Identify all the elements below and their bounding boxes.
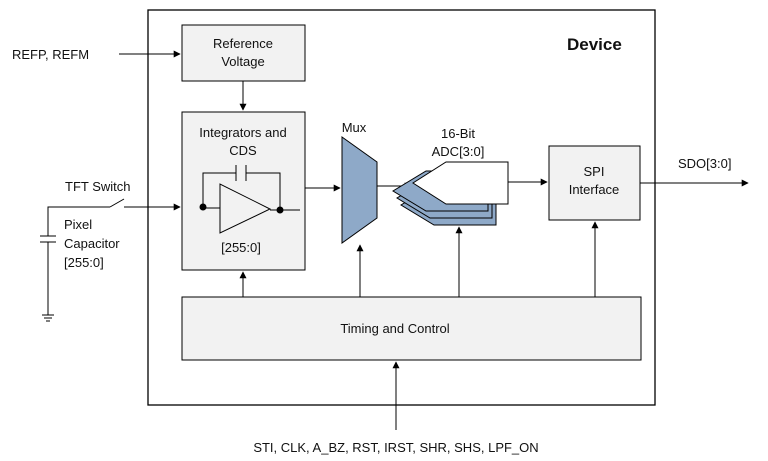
reference-voltage-block xyxy=(181,24,306,82)
integrators-range-label: [255:0] xyxy=(221,240,261,255)
control-signals-label: STI, CLK, A_BZ, RST, IRST, SHR, SHS, LPF… xyxy=(253,440,538,455)
integrators-label-2: CDS xyxy=(229,143,257,158)
tft-switch-icon xyxy=(109,198,125,208)
adc-label-1: 16-Bit xyxy=(441,126,475,141)
mux-label: Mux xyxy=(342,120,367,135)
adc-label-2: ADC[3:0] xyxy=(432,144,485,159)
device-label: Device xyxy=(567,35,622,54)
timing-control-block xyxy=(181,296,642,361)
pixel-left-wire xyxy=(47,206,110,236)
pixel-capacitor-label-3: [255:0] xyxy=(64,255,104,270)
pixel-capacitor-label-1: Pixel xyxy=(64,217,92,232)
ref-signals-label: REFP, REFM xyxy=(12,47,89,62)
reference-voltage-label-2: Voltage xyxy=(221,54,264,69)
spi-label-1: SPI xyxy=(584,164,605,179)
mux-block xyxy=(341,136,378,244)
adc-block xyxy=(412,161,509,205)
amp-input-node xyxy=(199,203,207,211)
pixel-capacitor-label-2: Capacitor xyxy=(64,236,120,251)
timing-control-label: Timing and Control xyxy=(340,321,449,336)
feedback-loop xyxy=(202,172,236,207)
spi-interface-block xyxy=(548,145,641,221)
feedback-loop-right xyxy=(246,172,281,210)
sdo-label: SDO[3:0] xyxy=(678,156,731,171)
integrators-label-1: Integrators and xyxy=(199,125,286,140)
spi-label-2: Interface xyxy=(569,182,620,197)
reference-voltage-label-1: Reference xyxy=(213,36,273,51)
tft-switch-label: TFT Switch xyxy=(65,179,131,194)
